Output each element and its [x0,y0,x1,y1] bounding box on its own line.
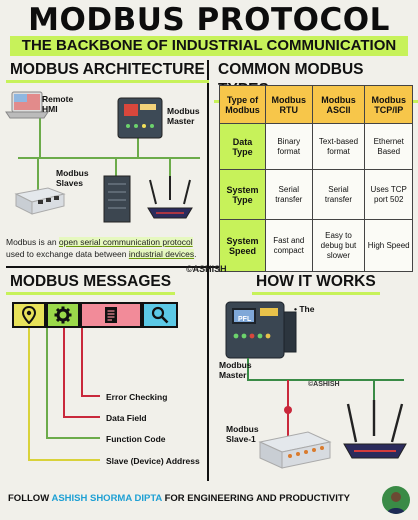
message-box-address [12,302,46,328]
slave-module-icon [14,187,66,215]
horizontal-divider [6,266,412,268]
architecture-heading: MODBUS ARCHITECTURE [6,60,209,83]
page-subtitle: THE BACKBONE OF INDUSTRIAL COMMUNICATION [10,36,408,56]
architecture-description: Modbus is an open serial communication p… [6,237,197,259]
how-heading: HOW IT WORKS [252,272,380,295]
message-box-error [142,302,178,328]
router-icon [343,400,407,459]
field-function-code: Function Code [106,434,166,444]
server-rack-icon [103,175,131,223]
footer-prefix: FOLLOW [8,493,52,504]
table-row: System Type Serial transfer Serial trans… [219,169,413,220]
person-avatar-icon [387,492,405,514]
table-header-row: Type of Modbus Modbus RTU Modbus ASCII M… [219,85,413,124]
vertical-divider-top [207,60,209,268]
search-icon [151,306,169,324]
table-cell: Uses TCP port 502 [364,169,413,220]
row-header-cell: System Speed [219,219,266,272]
slaves-label: Modbus Slaves [56,168,89,188]
table-cell: Text-based format [311,123,366,170]
document-icon [105,307,117,323]
table-cell: Serial transfer [311,169,366,220]
modbus-types-table: Type of Modbus Modbus RTU Modbus ASCII M… [219,85,413,272]
how-master-label: Modbus Master [219,360,252,380]
avatar [382,486,410,514]
highlight-protocol: open serial communication protocol [58,237,193,247]
table-header-cell: Modbus ASCII [311,85,366,124]
table-cell: Fast and compact [265,219,313,272]
row-header-cell: System Type [219,169,266,220]
page-title: MODBUS PROTOCOL [28,2,390,38]
location-pin-icon [21,306,37,324]
highlight-devices: industrial devices [128,249,195,259]
table-cell: Binary format [265,123,313,170]
footer-author-name: ASHISH SHORMA DIPTA [51,493,162,504]
master-label: Modbus Master [167,106,200,126]
footer-suffix: FOR ENGINEERING AND PRODUCTIVITY [161,493,351,504]
table-cell: Easy to debug but slower [311,219,366,272]
message-field-connectors [28,328,100,461]
field-error-checking: Error Checking [106,392,168,402]
center-watermark: ©ASHISH [186,264,227,274]
plc-screen-text: PFL [238,316,252,323]
messages-heading: MODBUS MESSAGES [6,272,176,295]
table-header-cell: Modbus TCP/IP [364,85,413,124]
table-row: System Speed Fast and compact Easy to de… [219,219,413,272]
router-icon [147,176,193,219]
message-box-function [46,302,80,328]
how-it-works-diagram [225,301,407,469]
architecture-network-diagram [5,91,200,223]
message-box-data [80,302,142,328]
hmi-label: Remote HMI [42,94,74,114]
plc-master-icon [225,301,297,359]
how-watermark: ©ASHISH [308,381,340,388]
table-header-cell: Type of Modbus [219,85,266,124]
row-header-cell: Data Type [219,123,266,170]
gear-icon [54,306,72,324]
table-cell: Ethernet Based [364,123,413,170]
table-cell: High Speed [364,219,413,272]
table-header-cell: Modbus RTU [265,85,313,124]
laptop-hmi-icon [5,91,49,119]
vertical-divider-bottom [207,266,209,481]
field-slave-address: Slave (Device) Address [106,456,200,466]
field-data-field: Data Field [106,413,147,423]
table-row: Data Type Binary format Text-based forma… [219,123,413,170]
table-cell: Serial transfer [265,169,313,220]
slave-module-icon [258,431,332,469]
footer: FOLLOW ASHISH SHORMA DIPTA FOR ENGINEERI… [0,488,418,510]
how-slave-label: Modbus Slave-1 [226,424,259,444]
how-note: • The [294,304,315,314]
plc-master-icon [117,97,163,139]
